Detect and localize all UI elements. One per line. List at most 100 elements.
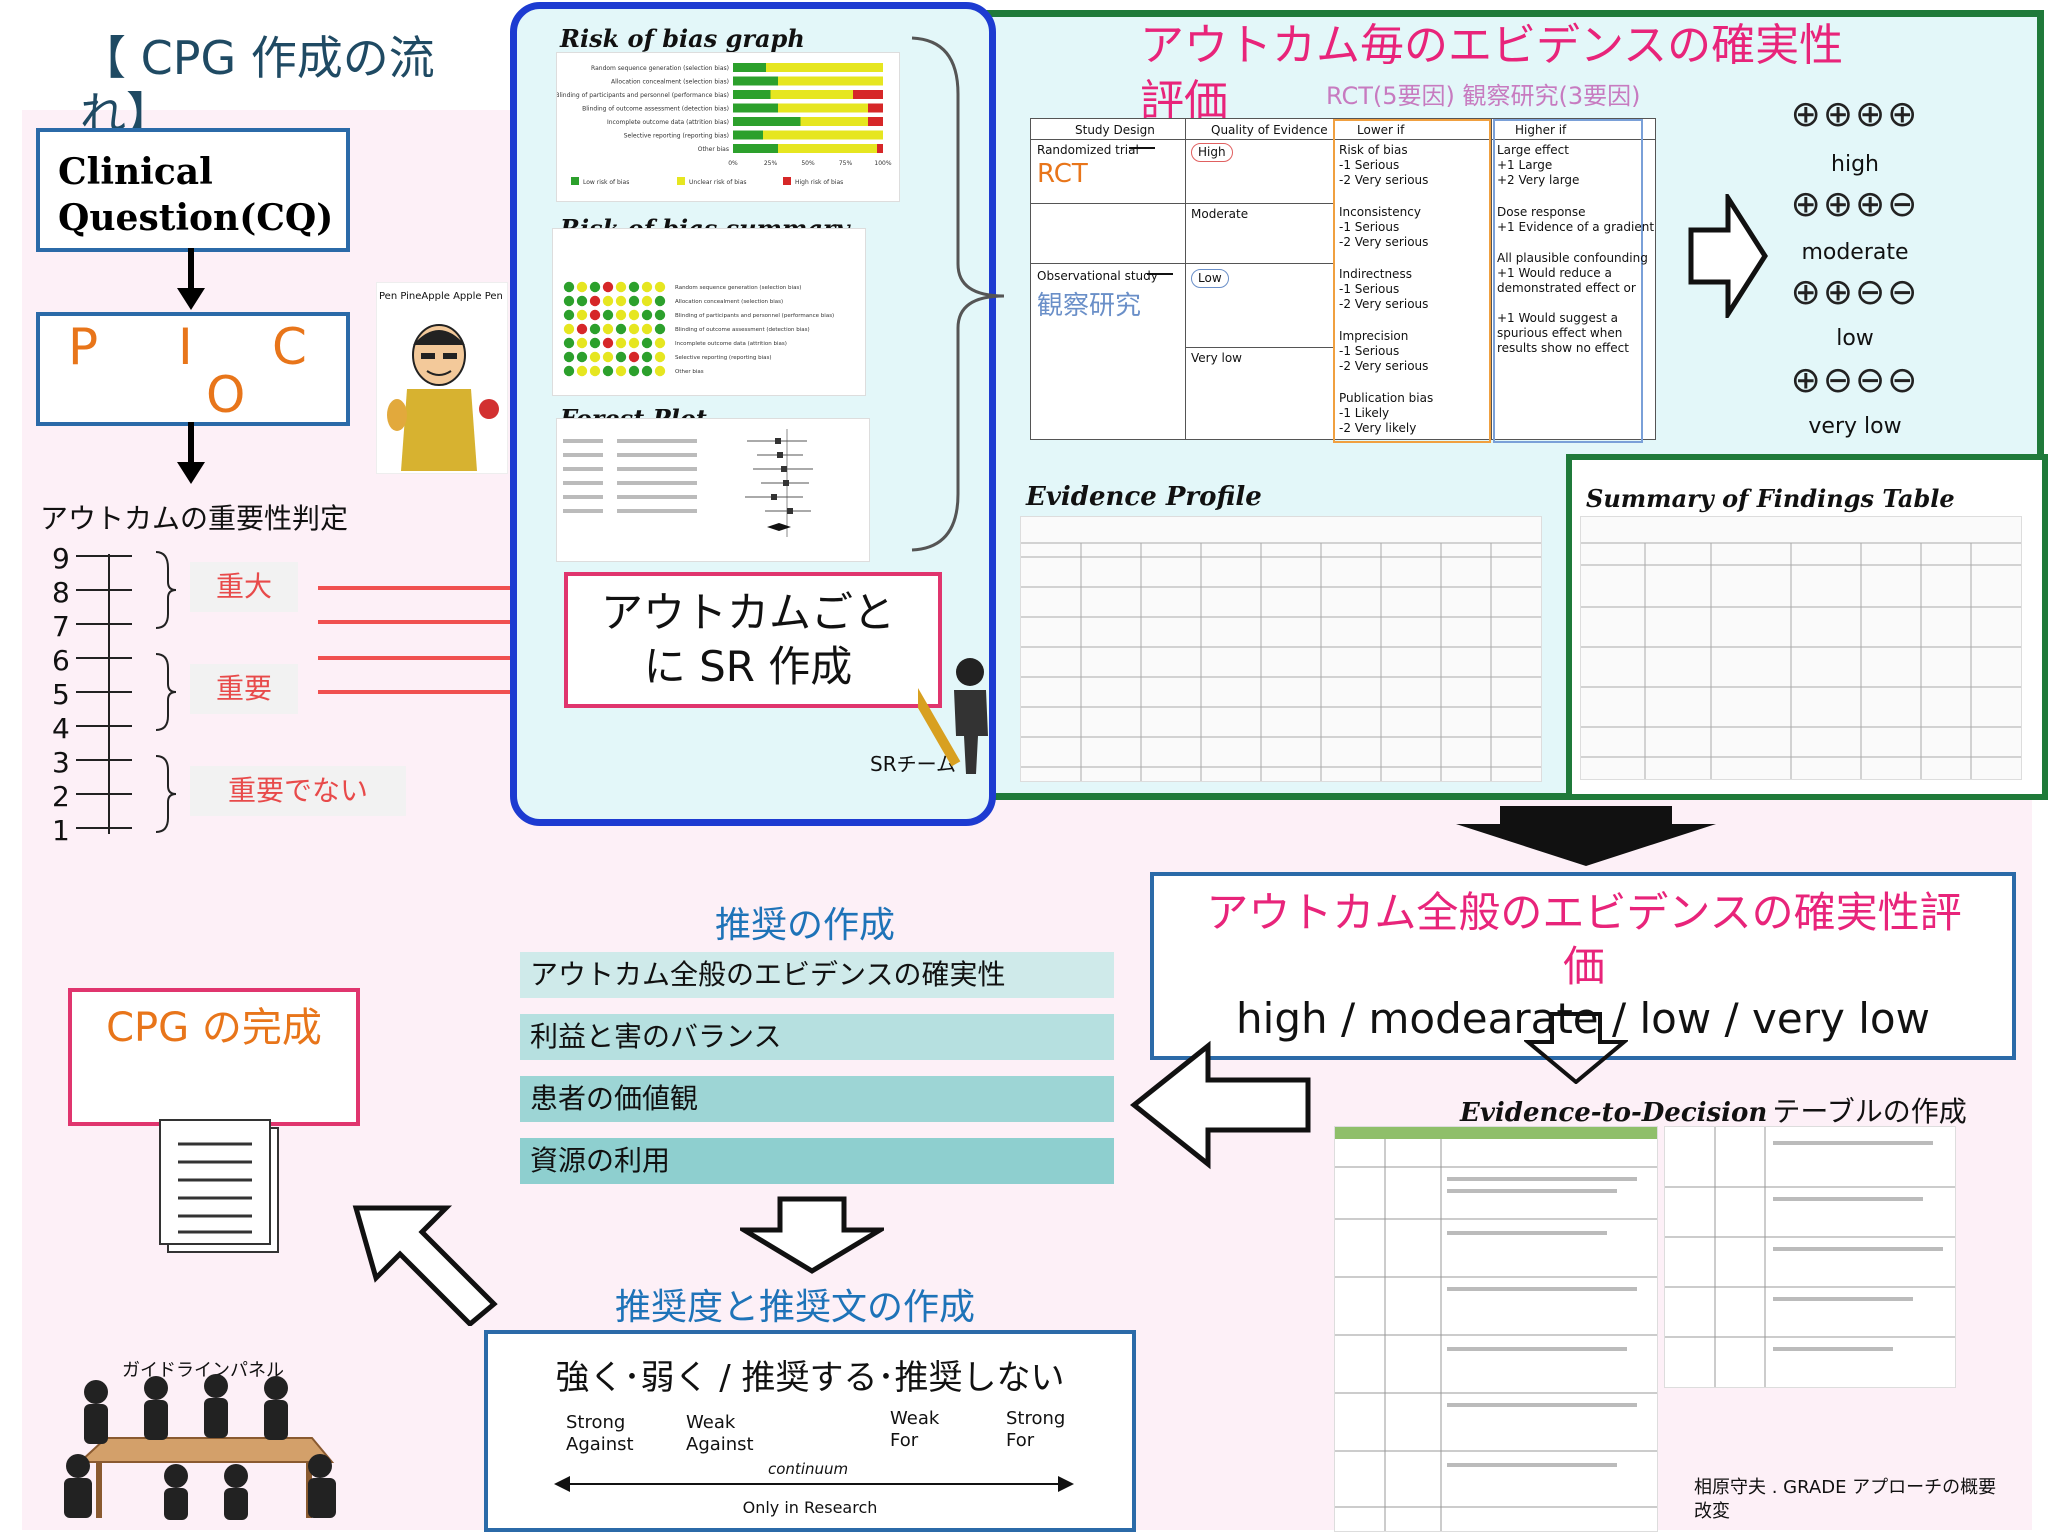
grade-col-line-3 (1491, 119, 1492, 439)
forest-plot-chart (563, 429, 813, 537)
header-quality: Quality of Evidence (1211, 123, 1328, 137)
factor-overall-certainty: アウトカム全般のエビデンスの確実性 (520, 952, 1114, 998)
sof-table-icon (1581, 542, 2021, 779)
higher-if-3: Dose response (1497, 205, 1586, 219)
lower-if-7: -1 Serious (1339, 282, 1400, 296)
scale-8: 8 (52, 576, 70, 609)
rob-summary-dot (654, 309, 666, 321)
grade-row-line-2 (1031, 263, 1333, 264)
rob-bar-segment (778, 144, 877, 153)
category-important: 重要 (190, 664, 298, 714)
document-icon (159, 1119, 279, 1253)
lower-if-8: -2 Very serious (1339, 297, 1429, 311)
importance-scale: 9 8 7 6 5 4 3 2 1 (40, 542, 200, 847)
rob-row-label: Allocation concealment (selection bias) (611, 79, 729, 86)
scale-9: 9 (52, 542, 70, 575)
etd-thumbnail-2 (1664, 1126, 1956, 1388)
grade-row-line-3 (1185, 347, 1333, 348)
cpg-complete-text: CPG の完成 (106, 1005, 322, 1051)
pico-p: P (68, 318, 99, 376)
rob-summary-dot (589, 337, 601, 349)
sr-team-person-icon (918, 658, 988, 774)
scale-6: 6 (52, 644, 70, 677)
red-arrow-2 (318, 620, 544, 624)
hollow-diagonal-arrow-icon (352, 1205, 498, 1326)
rob-bar-segment (733, 76, 778, 86)
rob-graph-chart: Random sequence generation (selection bi… (555, 63, 892, 186)
hollow-down-arrow-rec-icon (740, 1196, 884, 1274)
grade-panel-subtitle: RCT(5要因) 観察研究(3要因) (1326, 82, 1641, 110)
hollow-down-arrow-small-icon (1524, 1012, 1628, 1084)
etd-thumbnail-1 (1334, 1126, 1658, 1532)
label-weak-against: Weak Against (686, 1412, 766, 1456)
scale-1: 1 (52, 814, 70, 847)
rob-bar-segment (733, 144, 778, 153)
red-arrow-4 (318, 690, 544, 694)
red-arrow-3 (318, 656, 544, 660)
rob-summary-dot (563, 281, 575, 293)
quality-high: High (1191, 143, 1233, 162)
rob-bar-segment (778, 76, 883, 86)
rob-summary-dot (602, 337, 614, 349)
rob-summary-dot (654, 337, 666, 349)
rob-legend-swatch (677, 177, 685, 185)
rob-summary-dot (589, 351, 601, 363)
etd-title: Evidence-to-Decision テーブルの作成 (1460, 1090, 1967, 1130)
rob-axis-label: 25% (764, 160, 778, 167)
rob-summary-dot (589, 365, 601, 377)
strength-heading: 推奨度と推奨文の作成 (614, 1287, 975, 1328)
rob-summary-dot (641, 309, 653, 321)
pico-box: P I C O (36, 312, 350, 426)
level-high-label: high (1831, 152, 1879, 177)
sof-title: Summary of Findings Table (1586, 484, 1955, 513)
scale-4: 4 (52, 712, 70, 745)
rob-bar-segment (733, 130, 763, 140)
factor-benefit-harm: 利益と害のバランス (520, 1014, 1114, 1060)
scale-3: 3 (52, 746, 70, 779)
overall-certainty-box: アウトカム全般のエビデンスの確実性評価 high / modearate / l… (1150, 872, 2016, 1060)
rob-summary-grid: Random sequence generation (selection bi… (563, 281, 834, 377)
etd-table-1-icon (1335, 1139, 1657, 1531)
rob-summary-dot (654, 365, 666, 377)
rob-summary-dot (589, 309, 601, 321)
rob-bar-segment (868, 103, 883, 113)
level-very-low-symbol: ⊕⊖⊖⊖ (1790, 360, 1920, 401)
lower-if-0: Risk of bias (1339, 143, 1408, 157)
grade-table: Study Design Quality of Evidence Lower i… (1030, 118, 1656, 443)
rob-summary-dot (628, 351, 640, 363)
rob-summary-dot (641, 365, 653, 377)
slide-title: 【 CPG 作成の流れ】 (80, 31, 435, 141)
rob-row-label: Blinding of participants and personnel (… (557, 92, 729, 99)
rob-legend-label: High risk of bias (795, 179, 843, 186)
overall-levels-text: high / modearate / low / very low (1236, 994, 1930, 1043)
rob-summary-dot (576, 309, 588, 321)
label-strong-against: Strong Against (566, 1412, 646, 1456)
rob-row-label: Blinding of outcome assessment (detectio… (582, 106, 729, 113)
rob-summary-dot (576, 295, 588, 307)
arrowhead-pico-to-importance (177, 462, 205, 484)
category-not-important: 重要でない (190, 766, 406, 816)
overall-certainty-title: アウトカム全般のエビデンスの確実性評価 (1206, 888, 1962, 991)
rob-summary: Random sequence generation (selection bi… (552, 228, 866, 396)
etd-title-jp: テーブルの作成 (1772, 1095, 1967, 1128)
sr-to-grade-brace (911, 36, 1005, 552)
lower-if-4: -1 Serious (1339, 220, 1400, 234)
forest-plot (556, 418, 870, 562)
rct-jp: RCT (1037, 159, 1088, 189)
rob-graph: Random sequence generation (selection bi… (555, 52, 900, 202)
grade-row-line-1 (1031, 203, 1333, 204)
rob-bar-segment (877, 144, 883, 153)
rob-summary-row-label: Blinding of participants and personnel (… (675, 313, 834, 319)
sr-team-label: SRチーム (870, 752, 956, 776)
rob-summary-dot (602, 281, 614, 293)
arrow-obs-to-low (1147, 273, 1173, 275)
pico-i: I (178, 318, 193, 376)
factor-resources: 資源の利用 (520, 1138, 1114, 1184)
rob-row-label: Incomplete outcome data (attrition bias) (607, 119, 729, 126)
rob-row-label: Selective reporting (reporting bias) (624, 133, 729, 140)
grade-col-line-1 (1185, 119, 1186, 439)
sof-thumbnail (1580, 516, 2022, 780)
lower-if-12: Publication bias (1339, 391, 1434, 405)
rob-summary-row-label: Blinding of outcome assessment (detectio… (675, 327, 810, 333)
rob-summary-dot (615, 351, 627, 363)
